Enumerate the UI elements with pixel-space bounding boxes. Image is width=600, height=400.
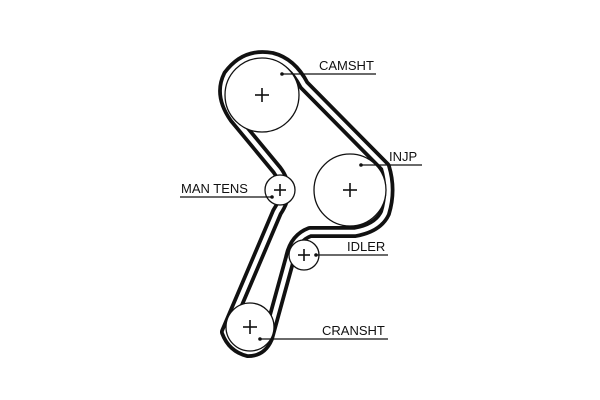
idler-pulley xyxy=(288,239,320,271)
crankshaft-leader xyxy=(258,337,388,341)
crankshaft-pulley xyxy=(225,302,275,352)
injection-pump-pulley xyxy=(313,153,387,227)
manual-tensioner-pulley xyxy=(264,174,296,206)
idler-leader xyxy=(314,253,388,257)
manual-tensioner-leader xyxy=(180,195,274,199)
camshaft-leader xyxy=(280,72,376,76)
camshaft-pulley xyxy=(224,57,300,133)
injection-pump-leader xyxy=(359,163,422,167)
label-manual-tensioner: MAN TENS xyxy=(181,181,248,196)
label-injection-pump: INJP xyxy=(389,149,417,164)
label-crankshaft: CRANSHT xyxy=(322,323,385,338)
label-idler: IDLER xyxy=(347,239,385,254)
label-camshaft: CAMSHT xyxy=(319,58,374,73)
